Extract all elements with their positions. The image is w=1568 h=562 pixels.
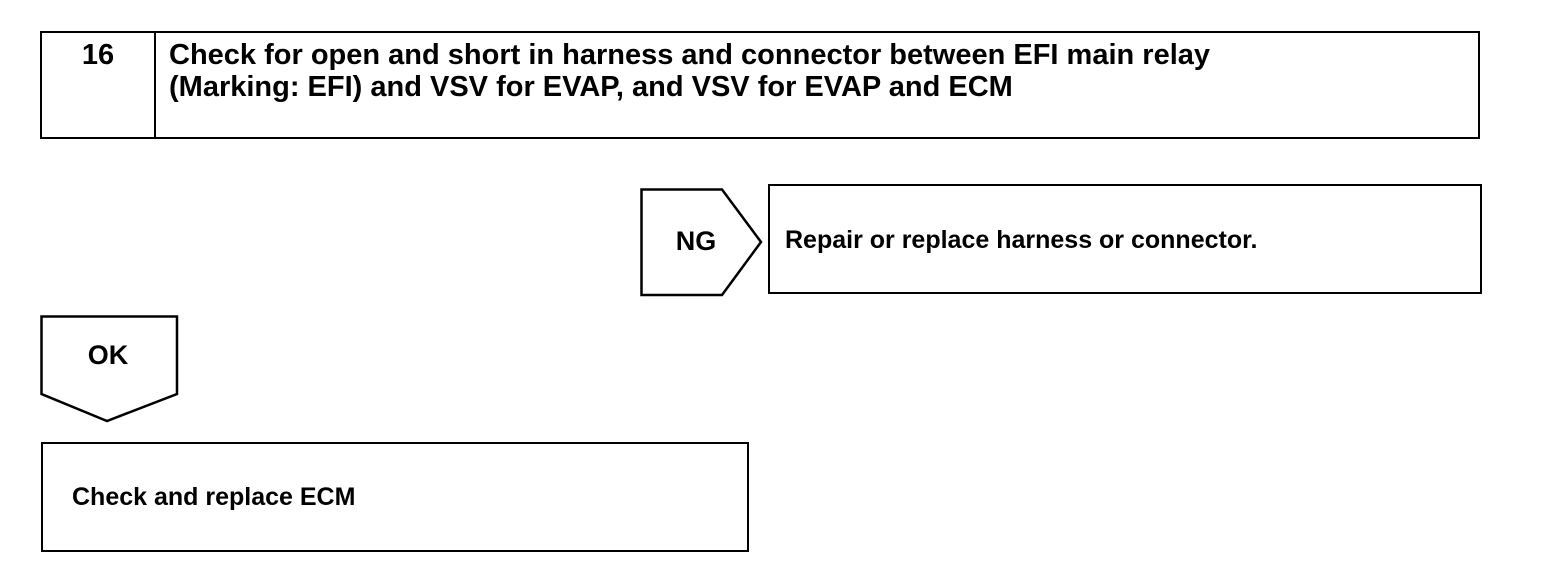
ng-action-box (768, 184, 1482, 294)
ok-label: OK (87, 340, 129, 370)
ok-action-box (41, 442, 749, 552)
step-title: Check for open and short in harness and … (169, 39, 1458, 103)
ng-action-text: Repair or replace harness or connector. (785, 226, 1258, 254)
step-title-line: Check for open and short in harness and … (169, 39, 1211, 71)
ng-label: NG (675, 226, 717, 256)
step-number: 16 (42, 33, 156, 137)
ok-action-text: Check and replace ECM (72, 483, 356, 511)
ok-arrow-shape (40, 315, 179, 423)
step-title-line: (Marking: EFI) and VSV for EVAP, and VSV… (169, 71, 1013, 103)
step-box: 16 Check for open and short in harness a… (40, 31, 1480, 139)
ng-arrow-shape (640, 188, 763, 297)
